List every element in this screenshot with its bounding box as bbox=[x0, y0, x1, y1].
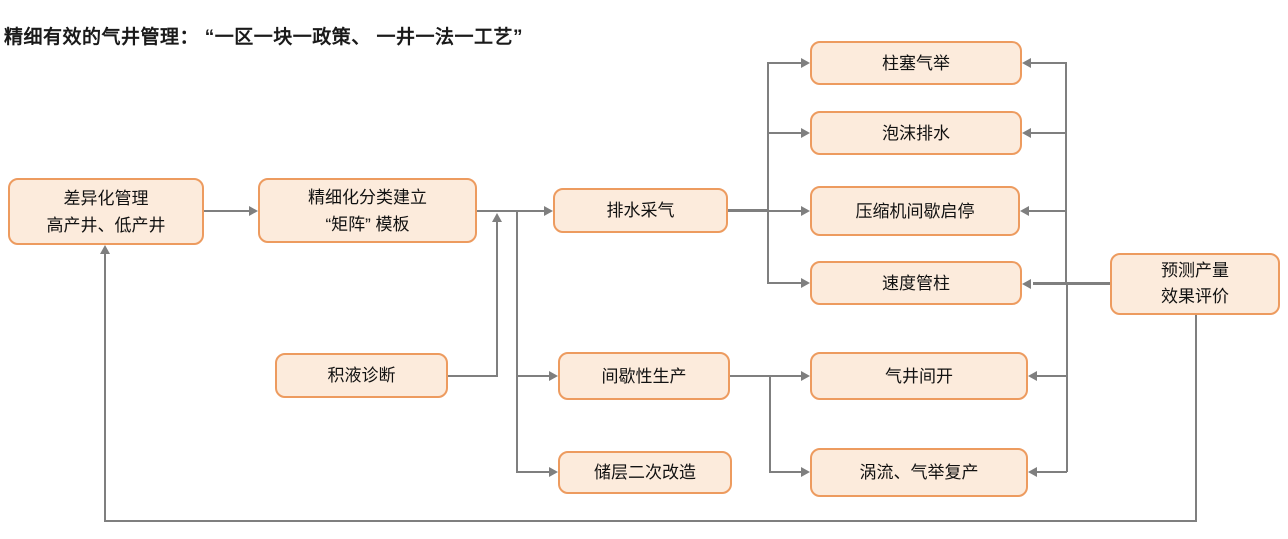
connector-line bbox=[730, 375, 801, 377]
node-label: 柱塞气举 bbox=[882, 53, 950, 73]
connector-line bbox=[104, 253, 106, 521]
arrowhead-left-icon bbox=[1028, 371, 1037, 381]
connector-line bbox=[1029, 210, 1065, 212]
connector-line bbox=[516, 210, 518, 472]
node-label: 排水采气 bbox=[606, 201, 675, 220]
node-label-line1: 差异化管理 bbox=[63, 188, 149, 208]
arrowhead-right-icon bbox=[801, 371, 810, 381]
node-label-line1: 预测产量 bbox=[1161, 261, 1229, 280]
connector-line bbox=[728, 209, 768, 212]
node-differential-management: 差异化管理 高产井、低产井 bbox=[8, 178, 204, 245]
connector-line bbox=[769, 375, 771, 472]
arrowhead-right-icon bbox=[801, 206, 810, 216]
node-label: 压缩机间歇启停 bbox=[855, 201, 975, 221]
connector-line bbox=[104, 520, 1197, 522]
arrowhead-left-icon bbox=[1022, 128, 1031, 138]
node-plunger-gas-lift: 柱塞气举 bbox=[810, 41, 1022, 85]
arrowhead-up-icon bbox=[100, 245, 110, 254]
connector-line bbox=[204, 210, 249, 212]
connector-line bbox=[516, 471, 549, 473]
node-label: 涡流、气举复产 bbox=[859, 463, 979, 482]
node-gas-well-intermittent-open: 气井间开 bbox=[810, 352, 1028, 400]
diagram-title: 精细有效的气井管理： “一区一块一政策、 一井一法一工艺” bbox=[4, 27, 524, 48]
node-drainage-gas-recovery: 排水采气 bbox=[553, 188, 728, 233]
node-reservoir-restimulation: 储层二次改造 bbox=[558, 451, 732, 494]
node-compressor-intermittent: 压缩机间歇启停 bbox=[810, 186, 1020, 236]
connector-line bbox=[1031, 132, 1065, 134]
arrowhead-right-icon bbox=[249, 206, 258, 216]
arrowhead-left-icon bbox=[1022, 58, 1031, 68]
arrowhead-left-icon bbox=[1020, 206, 1029, 216]
connector-line bbox=[767, 132, 801, 134]
node-matrix-template: 精细化分类建立 “矩阵” 模板 bbox=[258, 178, 477, 243]
arrowhead-left-icon bbox=[1022, 279, 1031, 289]
connector-line bbox=[767, 210, 801, 212]
arrowhead-up-icon bbox=[492, 213, 502, 222]
node-vortex-gas-lift-restore: 涡流、气举复产 bbox=[810, 448, 1028, 497]
node-label-line2: 效果评价 bbox=[1161, 287, 1229, 306]
connector-line bbox=[477, 210, 544, 212]
arrowhead-right-icon bbox=[801, 58, 810, 68]
connector-line bbox=[1065, 62, 1067, 284]
arrowhead-left-icon bbox=[1028, 467, 1037, 477]
node-velocity-string: 速度管柱 bbox=[810, 261, 1022, 305]
connector-line bbox=[496, 221, 498, 377]
node-label: 间歇性生产 bbox=[601, 366, 687, 386]
arrowhead-right-icon bbox=[801, 278, 810, 288]
arrowhead-right-icon bbox=[801, 128, 810, 138]
connector-line bbox=[767, 62, 769, 284]
connector-line bbox=[516, 375, 549, 377]
node-foam-drainage: 泡沫排水 bbox=[810, 111, 1022, 155]
node-liquid-loading-diagnosis: 积液诊断 bbox=[275, 353, 448, 398]
node-label-line2: “矩阵” 模板 bbox=[325, 214, 410, 234]
node-label-line1: 精细化分类建立 bbox=[308, 187, 427, 207]
node-label: 气井间开 bbox=[885, 366, 953, 386]
connector-line bbox=[1031, 62, 1065, 64]
node-intermittent-production: 间歇性生产 bbox=[558, 352, 730, 400]
node-label: 速度管柱 bbox=[882, 273, 950, 293]
arrowhead-right-icon bbox=[544, 206, 553, 216]
connector-line bbox=[767, 282, 801, 284]
node-label: 积液诊断 bbox=[327, 366, 396, 385]
connector-line bbox=[1037, 471, 1067, 473]
node-label: 储层二次改造 bbox=[594, 463, 696, 482]
connector-line bbox=[448, 375, 497, 377]
connector-line bbox=[1037, 375, 1067, 377]
node-predict-evaluate: 预测产量 效果评价 bbox=[1110, 253, 1280, 315]
node-label: 泡沫排水 bbox=[882, 123, 950, 143]
arrowhead-right-icon bbox=[549, 467, 558, 477]
connector-line bbox=[1033, 282, 1110, 285]
connector-line bbox=[767, 62, 801, 64]
arrowhead-right-icon bbox=[801, 467, 810, 477]
arrowhead-right-icon bbox=[549, 371, 558, 381]
connector-line bbox=[1195, 315, 1197, 521]
node-label-line2: 高产井、低产井 bbox=[46, 215, 166, 235]
connector-line bbox=[1066, 283, 1068, 472]
connector-line bbox=[769, 471, 801, 473]
